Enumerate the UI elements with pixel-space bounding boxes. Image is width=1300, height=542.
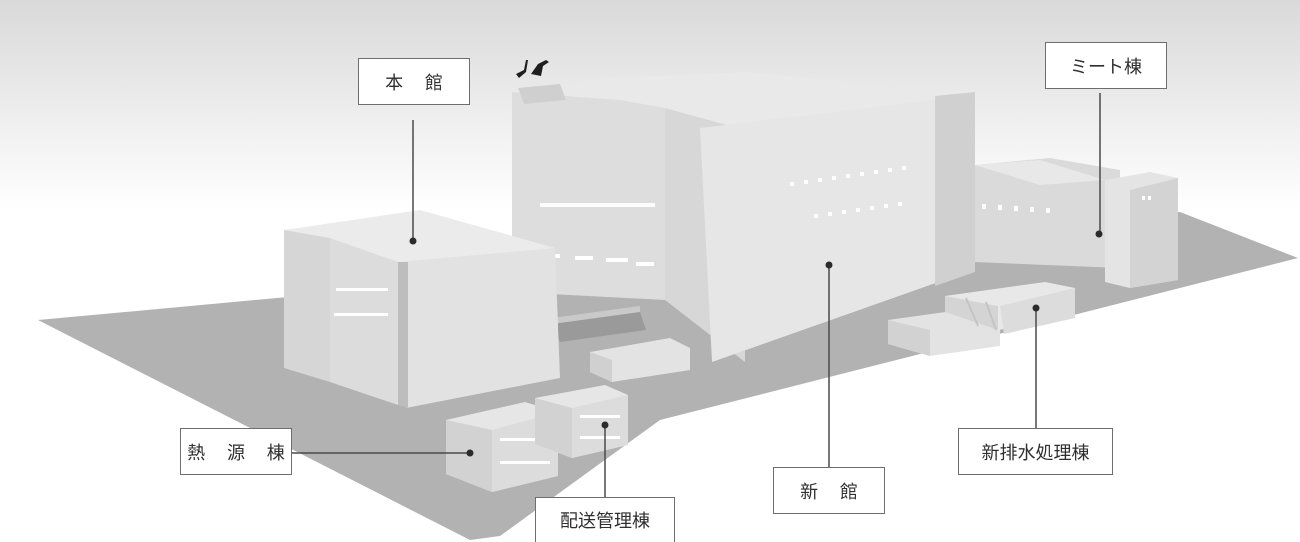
leader-dots (409, 230, 1103, 457)
label-new-wing: 新 館 (773, 467, 885, 514)
new-wing-building (512, 72, 975, 362)
main-building (284, 210, 560, 408)
label-wastewater-building: 新排水処理棟 (958, 428, 1113, 475)
label-meat-building: ミート棟 (1045, 42, 1167, 89)
leader-lines (290, 93, 1101, 498)
label-main-building: 本 館 (358, 58, 470, 105)
connector-bridge (552, 306, 690, 382)
label-delivery-management-building: 配送管理棟 (535, 497, 675, 542)
rooftop-equipment-icon (516, 60, 549, 78)
label-heat-source-building: 熱 源 棟 (180, 428, 292, 475)
delivery-management-building (535, 385, 628, 458)
meat-building (975, 158, 1178, 288)
